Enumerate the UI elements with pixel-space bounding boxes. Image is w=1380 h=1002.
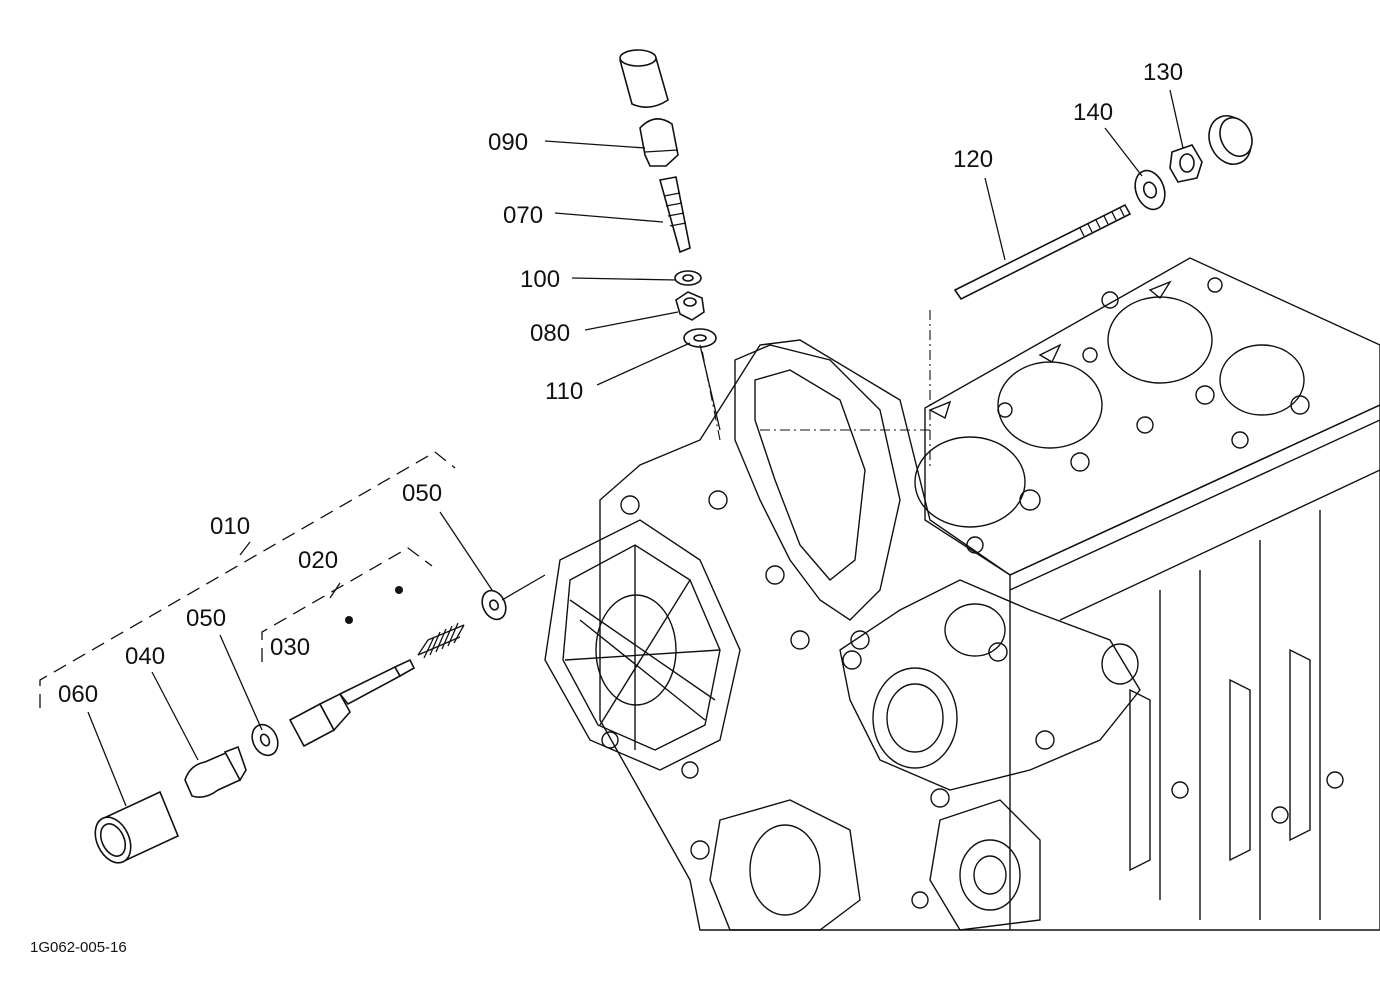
marker-dot [395, 586, 403, 594]
callout-070: 070 [503, 202, 543, 229]
callout-080: 080 [530, 320, 570, 347]
part-washer-050b [481, 589, 507, 621]
callout-110: 110 [545, 378, 583, 405]
marker-dot [345, 616, 353, 624]
callout-050-lower: 050 [186, 605, 226, 632]
figure-code: 1G062-005-16 [30, 939, 127, 956]
callout-050-upper: 050 [402, 480, 442, 507]
engine-block [544, 257, 1380, 931]
part-washer-050a [251, 723, 279, 757]
part-valve-030 [288, 658, 416, 748]
part-nut-080 [675, 291, 705, 321]
part-nut-130 [1169, 144, 1203, 183]
callout-040: 040 [125, 643, 165, 670]
part-spring [417, 622, 465, 659]
part-stud-bolt [953, 203, 1132, 301]
part-nozzle-070 [658, 176, 691, 254]
callout-030: 030 [270, 634, 310, 661]
part-washer-140 [1134, 169, 1166, 211]
part-washer-110 [683, 328, 717, 348]
callout-010: 010 [210, 513, 250, 540]
part-cap-ring [1208, 115, 1253, 165]
part-cap-060 [94, 790, 180, 864]
callout-060: 060 [58, 681, 98, 708]
part-nozzle-holder-upper [619, 49, 669, 108]
callout-100: 100 [520, 266, 560, 293]
leader-lines [87, 89, 1184, 807]
part-plug-040 [184, 745, 247, 798]
callout-020: 020 [298, 547, 338, 574]
callout-140: 140 [1073, 99, 1113, 126]
callout-090: 090 [488, 129, 528, 156]
assembly-bracket-010 [39, 451, 456, 708]
callout-130: 130 [1143, 59, 1183, 86]
callout-120: 120 [953, 146, 993, 173]
part-nozzle-nut-090 [639, 118, 679, 167]
part-washer-100 [674, 270, 702, 286]
